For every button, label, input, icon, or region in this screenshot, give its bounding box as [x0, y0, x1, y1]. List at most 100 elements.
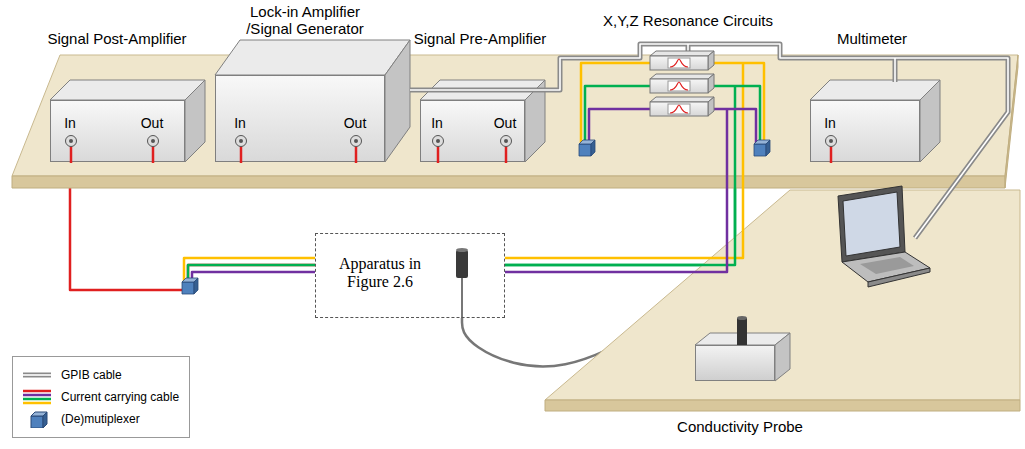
- instrument-box: Lock-in Amplifier /Signal GeneratorInOut: [215, 75, 385, 162]
- probe-connector: [737, 316, 747, 345]
- wire-stub: [355, 146, 358, 163]
- jack: [504, 139, 508, 143]
- wire-stub: [505, 146, 508, 163]
- node-label: Conductivity Probe: [677, 418, 803, 435]
- resonance-box: [708, 97, 714, 116]
- probe-connector: [737, 318, 747, 345]
- legend-label: GPIB cable: [61, 368, 122, 382]
- resonance-box: [650, 74, 714, 79]
- legend-sample: [21, 366, 53, 384]
- resonance-box: [670, 59, 688, 67]
- node-figure: [696, 346, 774, 380]
- port-label: Out: [344, 115, 367, 131]
- node-shape: [650, 50, 725, 120]
- legend-sample: [23, 374, 51, 376]
- legend-sample: [31, 412, 47, 428]
- laptop: [860, 257, 914, 274]
- instrument-housing: [215, 40, 410, 75]
- node-shape: [695, 345, 775, 381]
- gpib-cable: [410, 44, 1008, 238]
- instrument-housing: [920, 80, 940, 162]
- computer-bench: [545, 400, 1020, 411]
- instrument-housing: [775, 333, 790, 381]
- legend-sample: [23, 390, 51, 393]
- port-label: In: [431, 115, 443, 131]
- resonance-box: [650, 51, 714, 70]
- jack: [354, 139, 358, 143]
- lab-bench: [12, 55, 1018, 176]
- sensor: [456, 248, 468, 252]
- gpib-cable: [410, 44, 1008, 238]
- legend-label: (De)mutiplexer: [61, 412, 140, 426]
- legend-sample: [21, 410, 53, 428]
- resonance-box: [650, 97, 714, 102]
- multiplexer: [591, 140, 595, 156]
- wire-stub: [70, 146, 73, 163]
- jack: [148, 136, 159, 147]
- jack: [501, 136, 512, 147]
- resonance-box: [650, 56, 708, 70]
- instrument-housing: [385, 40, 410, 162]
- multiplexer: [754, 144, 766, 156]
- resonance-box: [708, 74, 714, 93]
- lab-bench: [12, 176, 1005, 188]
- legend-row: Current carrying cable: [21, 386, 179, 408]
- wire-stub: [830, 146, 833, 163]
- legend-row: GPIB cable: [21, 364, 179, 386]
- resonance-box: [650, 74, 714, 93]
- instrument-housing: [185, 80, 205, 162]
- laptop: [843, 192, 900, 256]
- resonance-box: [708, 51, 714, 70]
- node-label: Lock-in Amplifier /Signal Generator: [230, 3, 380, 38]
- legend-sample: [23, 394, 51, 397]
- jack: [151, 139, 155, 143]
- lab-bench: [12, 55, 1018, 188]
- probe-connector: [737, 316, 747, 320]
- probe-box: Conductivity Probe: [695, 345, 775, 381]
- port-label: Out: [141, 115, 164, 131]
- computer-bench: [545, 190, 1020, 400]
- jack: [236, 136, 247, 147]
- legend-sample: [23, 373, 51, 378]
- resonance-box: [650, 51, 714, 56]
- jack: [436, 139, 440, 143]
- resonance-box: [670, 105, 688, 113]
- port-label: In: [824, 115, 836, 131]
- jack: [351, 136, 362, 147]
- port-label: In: [234, 115, 246, 131]
- instrument-box: MultimeterIn: [810, 100, 920, 162]
- multiplexer: [579, 144, 591, 156]
- legend-sample: [23, 402, 51, 405]
- laptop: [838, 186, 905, 262]
- multiplexer: [766, 140, 770, 156]
- jack: [239, 139, 243, 143]
- resonance-box: [650, 79, 708, 93]
- node-label: Signal Post-Amplifier: [47, 30, 186, 47]
- sensor: [456, 248, 468, 318]
- jack: [69, 139, 73, 143]
- legend-label: Current carrying cable: [61, 390, 179, 404]
- instrument-box: Signal Pre-AmplifierInOut: [420, 100, 525, 162]
- multiplexer: [194, 278, 198, 294]
- instrument-box: Signal Post-AmplifierInOut: [50, 100, 185, 162]
- apparatus-box: Apparatus in Figure 2.6: [315, 233, 505, 318]
- resonance-box: [668, 104, 690, 114]
- resonance-box: [650, 102, 708, 116]
- jack: [433, 136, 444, 147]
- jack: [826, 136, 837, 147]
- node-figure: [650, 50, 725, 120]
- wire-stub: [240, 146, 243, 163]
- wire-stub: [437, 146, 440, 163]
- wire-stub: [152, 146, 155, 163]
- legend-sample: [23, 375, 51, 376]
- legend-sample: [23, 391, 51, 403]
- multiplexer: [182, 282, 194, 294]
- node-label: Signal Pre-Amplifier: [414, 30, 547, 47]
- resonance-box: [668, 81, 690, 91]
- multiplexer: [182, 140, 770, 294]
- node-label: Multimeter: [837, 30, 907, 47]
- computer-bench: [545, 190, 1020, 411]
- legend: GPIB cableCurrent carrying cable (De)muti…: [12, 356, 190, 438]
- instrument-housing: [810, 80, 940, 100]
- current-cable: [184, 63, 764, 282]
